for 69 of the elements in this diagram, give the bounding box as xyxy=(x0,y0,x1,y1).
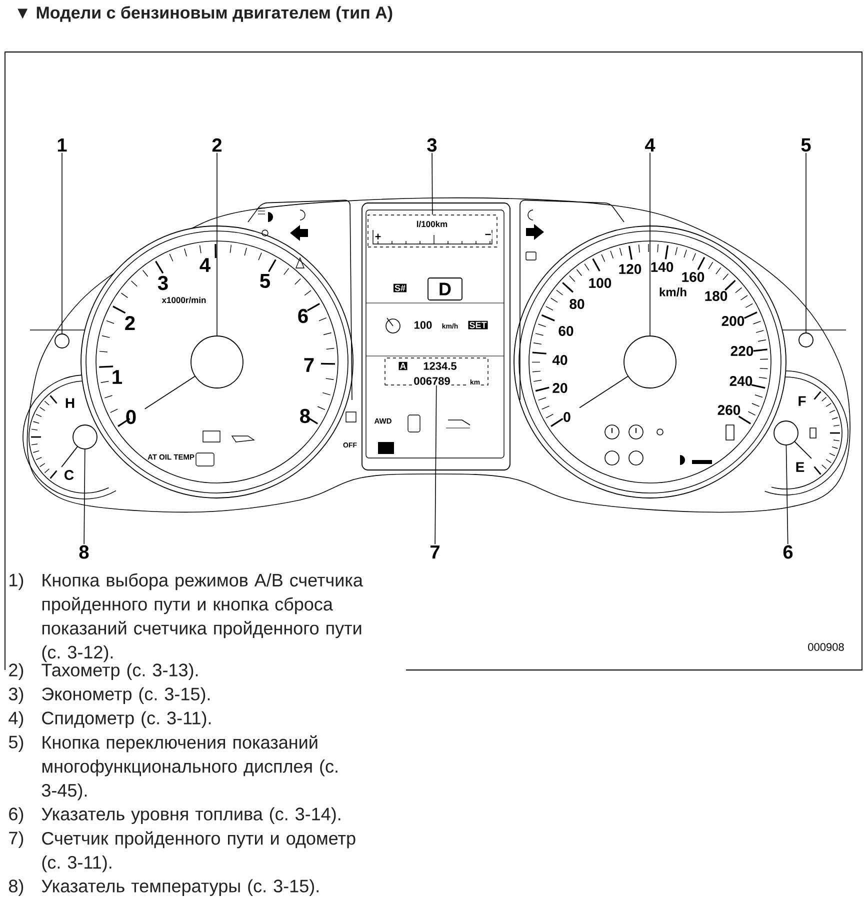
dial-number: 20 xyxy=(552,383,568,393)
dial-number: 0 xyxy=(126,410,136,424)
display-text: D xyxy=(440,282,451,296)
callout-number: 4 xyxy=(645,138,656,152)
dial-number: 6 xyxy=(298,308,308,324)
dial-number: 40 xyxy=(552,355,568,365)
dial-number: 200 xyxy=(722,316,744,326)
gauge-letter: H xyxy=(66,398,74,408)
dial-number: 4 xyxy=(200,258,210,272)
list-item: Эконометр (с. 3-15). xyxy=(42,687,210,704)
leader-line xyxy=(216,152,218,336)
dial-number: 3 xyxy=(158,276,168,290)
gauge-letter: F xyxy=(798,396,806,406)
list-number: 3) xyxy=(8,687,24,704)
leader-line xyxy=(432,152,433,216)
gauge-letter: C xyxy=(64,470,74,480)
list-item: Счетчик пройденного пути и одометр (с. 3-11). xyxy=(42,831,356,872)
dial-number: 140 xyxy=(651,262,674,272)
callout-number: 8 xyxy=(79,545,89,559)
knob-button xyxy=(798,332,814,348)
dial-number: 260 xyxy=(718,405,740,415)
display-text: 006789 xyxy=(412,376,452,386)
list-number: 6) xyxy=(9,807,24,824)
dial-number: 180 xyxy=(705,291,728,301)
dial-number: 80 xyxy=(570,299,584,309)
list-number: 2) xyxy=(9,663,24,680)
dial-number: 100 xyxy=(589,278,612,288)
callout-number: 7 xyxy=(430,545,440,559)
gauge-hub xyxy=(190,336,244,388)
unit-label: km/h xyxy=(660,288,686,296)
list-number: 8) xyxy=(8,879,24,896)
list-number: 5) xyxy=(8,735,24,752)
callout-number: 6 xyxy=(783,545,793,559)
dial-number: 1 xyxy=(112,370,122,384)
knob-button xyxy=(54,334,70,348)
dial-number: 240 xyxy=(730,376,752,386)
list-item: Указатель температуры (с. 3-15). xyxy=(42,879,318,896)
unit-label: x1000r/min xyxy=(162,296,206,304)
leader-line xyxy=(434,384,437,545)
dial-number: 220 xyxy=(730,346,754,356)
list-item: Тахометр (с. 3-13). xyxy=(42,663,198,680)
callout-number: 1 xyxy=(58,138,67,152)
display-text: 100 xyxy=(414,321,432,329)
leader-line xyxy=(84,449,86,544)
list-number: 7) xyxy=(9,831,24,848)
gauge-hub xyxy=(72,424,98,450)
list-item: Спидометр (с. 3-11). xyxy=(42,711,211,728)
gauge-hub xyxy=(774,420,798,446)
heading: ▼ Модели с бензиновым двигателем (тип A) xyxy=(18,6,392,22)
leader-line xyxy=(786,445,788,544)
list-item: Кнопка выбора режимов A/B счетчика пройденного пути и кнопка сброса показаний счетчика пройденного пути (с. 3-12). xyxy=(42,573,363,662)
dial-number: 0 xyxy=(564,412,570,422)
dial-number: 60 xyxy=(558,326,574,336)
gauge-letter: E xyxy=(796,462,804,472)
callout-number: 3 xyxy=(427,138,437,152)
list-item: Кнопка переключения показаний многофункционального дисплея (с. 3-45). xyxy=(42,735,338,800)
list-item: Указатель уровня топлива (с. 3-14). xyxy=(42,807,340,824)
dial-number: 5 xyxy=(260,274,270,288)
dial-number: 7 xyxy=(304,358,314,372)
callout-number: 5 xyxy=(801,138,811,152)
list-number: 4) xyxy=(8,711,24,728)
gauge-hub xyxy=(624,336,676,388)
image-code: 000908 xyxy=(808,643,844,651)
callout-number: 2 xyxy=(212,138,222,152)
display-text: 1234.5 xyxy=(422,361,458,371)
dial-number: 120 xyxy=(619,264,642,274)
list-number: 1) xyxy=(10,573,24,590)
dial-number: 160 xyxy=(682,272,704,282)
dial-number: 2 xyxy=(125,316,135,330)
